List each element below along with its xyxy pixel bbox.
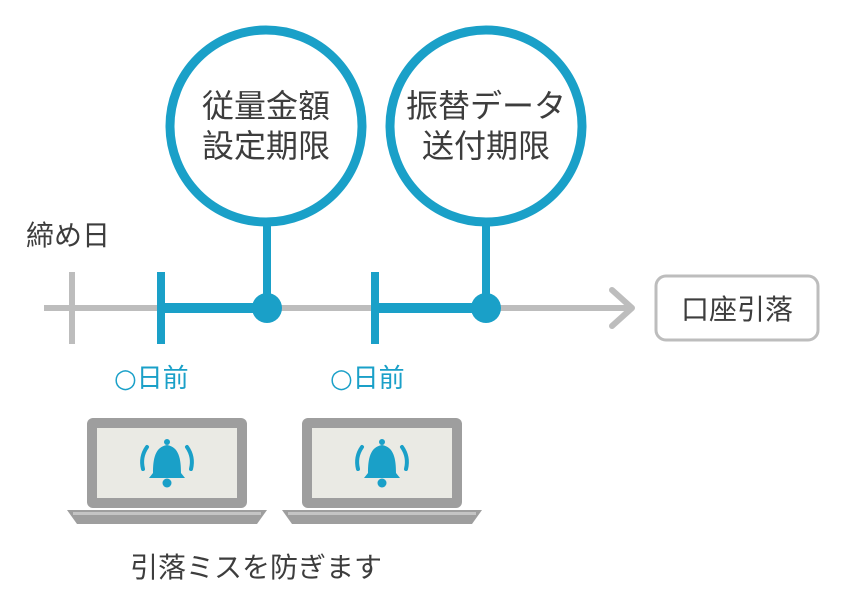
milestone-1-line2: 設定期限 bbox=[201, 127, 330, 165]
milestone-1-line1: 従量金額 bbox=[201, 87, 330, 125]
laptop-bell-icon bbox=[67, 418, 267, 524]
milestone-1-dot bbox=[252, 293, 282, 323]
bell-icon bbox=[140, 439, 194, 488]
account-debit-box bbox=[654, 274, 820, 342]
milestone-2-line2: 送付期限 bbox=[421, 127, 550, 165]
milestone-2-offset: ○日前 bbox=[330, 364, 405, 394]
milestone-1-label: 従量金額 設定期限 bbox=[171, 86, 361, 166]
laptop-bell-icon bbox=[282, 418, 482, 524]
account-debit-label: 口座引落 bbox=[680, 293, 793, 326]
milestone-2-label: 振替データ 送付期限 bbox=[391, 86, 581, 166]
milestone-2-circle bbox=[385, 25, 587, 227]
closing-day-label: 締め日 bbox=[26, 219, 111, 252]
footer-caption: 引落ミスを防ぎます bbox=[130, 551, 383, 584]
bell-icon bbox=[355, 439, 409, 488]
milestone-1-circle bbox=[165, 25, 367, 227]
milestone-1-offset: ○日前 bbox=[114, 364, 189, 394]
timeline-arrowhead bbox=[609, 287, 635, 329]
milestone-2-line1: 振替データ bbox=[405, 87, 566, 125]
milestone-2-dot bbox=[471, 293, 501, 323]
